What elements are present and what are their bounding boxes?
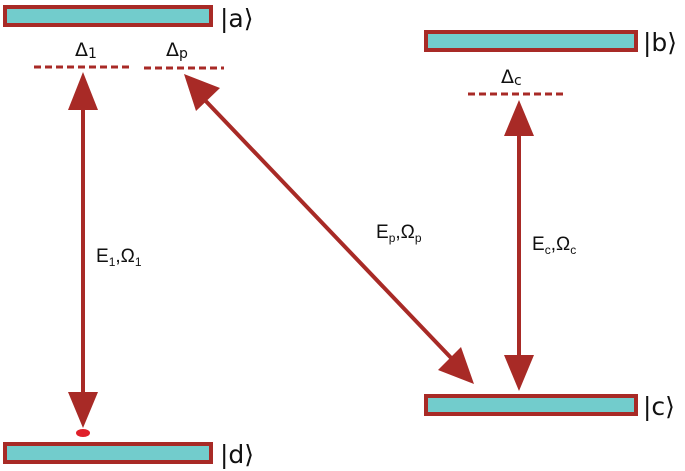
- level-c-bar: [424, 394, 638, 416]
- arrowhead-up-1: [68, 72, 98, 110]
- population-dot: [76, 429, 90, 437]
- field-1-label: E1,Ω1: [96, 246, 142, 269]
- transition-arrow-c: [504, 100, 534, 391]
- arrowhead-up-c: [504, 100, 534, 136]
- level-b-bar: [424, 30, 638, 52]
- level-a-bar: [3, 5, 213, 27]
- level-d-label: |d⟩: [220, 440, 254, 469]
- field-c-label: Ec,Ωc: [532, 234, 576, 257]
- level-d-bar: [3, 442, 213, 464]
- level-c-label: |c⟩: [643, 392, 675, 421]
- delta-1-label: Δ1: [75, 39, 97, 62]
- delta-p-label: Δp: [166, 39, 188, 62]
- arrowhead-down-c: [504, 355, 534, 391]
- transition-arrow-1: [68, 72, 98, 428]
- field-p-label: Ep,Ωp: [376, 222, 422, 245]
- level-a-label: |a⟩: [220, 4, 254, 33]
- arrowhead-down-1: [68, 392, 98, 428]
- level-b-label: |b⟩: [643, 28, 677, 57]
- delta-c-label: Δc: [501, 66, 522, 89]
- transition-arrow-p: [184, 74, 474, 384]
- arrowhead-down-p: [438, 347, 474, 384]
- arrowhead-up-p: [184, 74, 220, 111]
